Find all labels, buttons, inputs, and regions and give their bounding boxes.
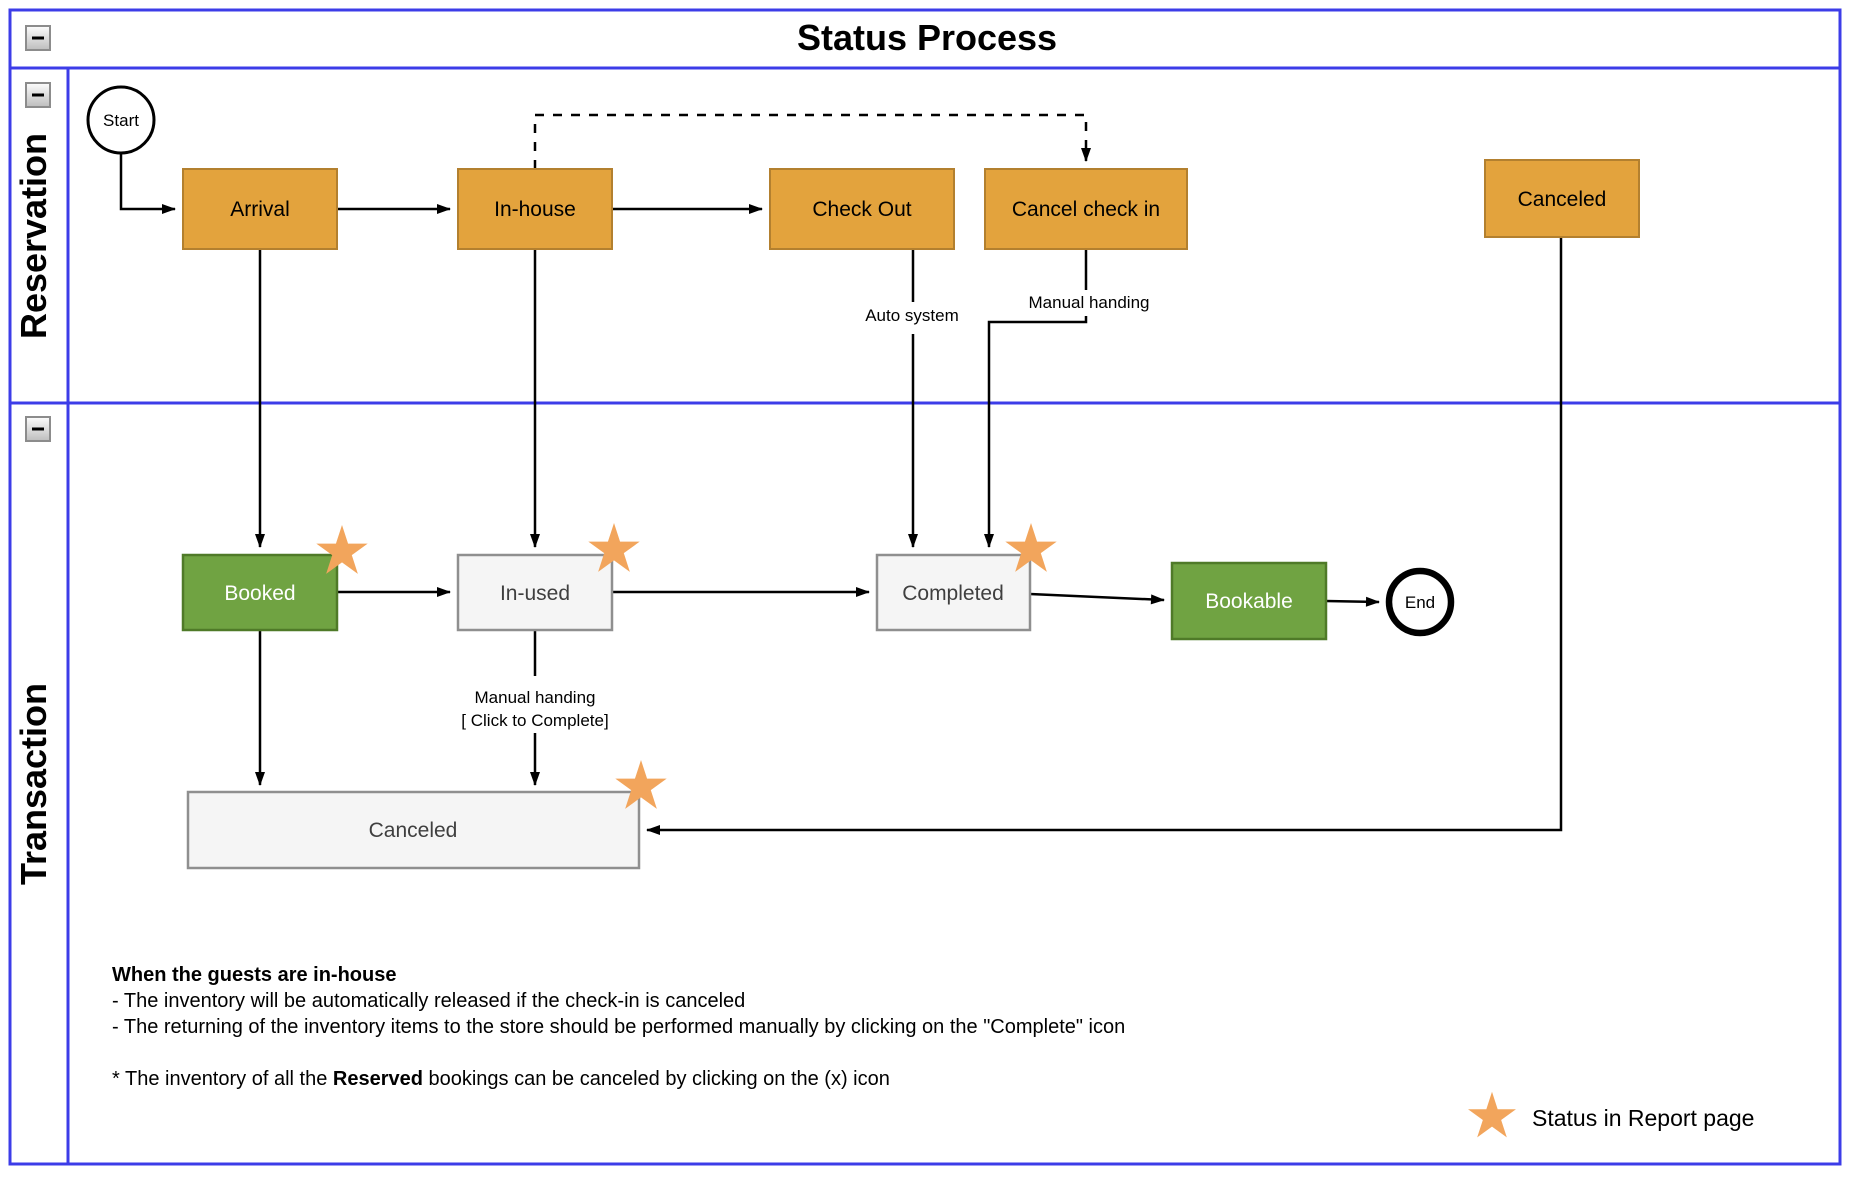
lane-reservation-header: Reservation [13,82,54,339]
node-booked[interactable]: Booked [181,553,339,632]
edge-label-auto-system: Auto system [865,306,959,325]
node-completed[interactable]: Completed [875,553,1032,632]
node-in-used[interactable]: In-used [456,553,614,632]
node-canceled-transaction[interactable]: Canceled [186,790,641,870]
edge-completed-to-bookable [1029,592,1165,605]
node-in-house-label: In-house [494,198,576,221]
collapse-reservation-lane-button[interactable] [25,82,51,108]
note-line1: - The inventory will be automatically re… [112,990,745,1012]
node-check-out-label: Check Out [812,198,911,221]
node-bookable-label: Bookable [1205,590,1293,613]
pool-title-bar: Status Process [25,17,1057,58]
note-heading: When the guests are in-house [112,964,396,986]
node-cancel-check-in[interactable]: Cancel check in [984,168,1188,250]
lane-transaction-label: Transaction [13,683,54,885]
edge-label-manual-handing-inused-line2: [ Click to Complete] [461,711,608,730]
node-canceled-reservation[interactable]: Canceled [1484,159,1640,238]
edges [119,113,1563,835]
legend-label: Status in Report page [1532,1105,1754,1131]
node-end[interactable]: End [1385,567,1455,637]
node-in-house[interactable]: In-house [457,168,613,250]
node-start-label: Start [103,111,139,130]
notes-block: When the guests are in-house - The inven… [112,964,1125,1090]
node-booked-label: Booked [224,582,295,605]
node-canceled-reservation-label: Canceled [1518,188,1607,211]
edge-label-manual-handing-inused-line1: Manual handing [475,688,596,707]
node-canceled-transaction-label: Canceled [369,819,458,842]
node-end-label: End [1405,593,1435,612]
collapse-transaction-lane-button[interactable] [25,416,51,442]
node-arrival[interactable]: Arrival [182,168,338,250]
node-start[interactable]: Start [86,85,156,155]
note-line2: - The returning of the inventory items t… [112,1016,1125,1038]
collapse-pool-button[interactable] [25,25,51,51]
lane-reservation-label: Reservation [13,133,54,339]
legend: Status in Report page [1468,1091,1754,1138]
lane-transaction-header: Transaction [13,416,54,885]
edge-inhouse-to-cancelcheckin-dashed [533,113,1091,169]
node-bookable[interactable]: Bookable [1170,561,1328,641]
note-line3: * The inventory of all the Reserved book… [112,1068,890,1090]
pool-title: Status Process [797,17,1057,58]
node-check-out[interactable]: Check Out [769,168,955,250]
node-in-used-label: In-used [500,582,570,605]
edge-start-to-arrival [119,153,176,214]
edge-canceledreservation-to-canceledtransaction [646,237,1563,835]
node-cancel-check-in-label: Cancel check in [1012,198,1160,221]
node-completed-label: Completed [902,582,1004,605]
node-arrival-label: Arrival [230,198,290,221]
edge-bookable-to-end [1325,596,1380,607]
edge-label-manual-handing-checkin: Manual handing [1029,293,1150,312]
edge-cancelcheckin-to-completed [989,249,1088,547]
